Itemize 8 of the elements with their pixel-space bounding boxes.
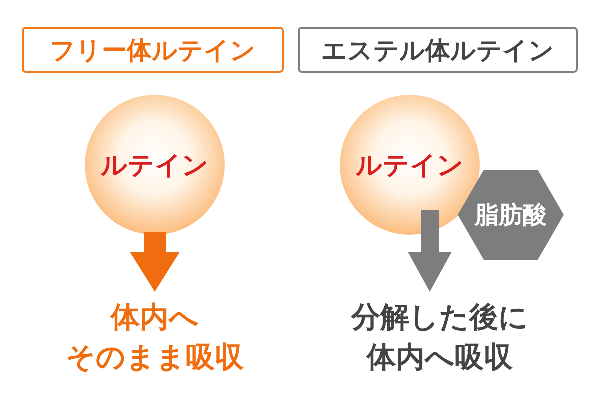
arrow	[130, 232, 180, 292]
result-text: 体内へそのまま吸収	[50, 292, 260, 382]
title-box: エステル体ルテイン	[298, 27, 578, 73]
arrow	[408, 210, 452, 292]
result-text: 分解した後に体内へ吸収	[330, 292, 550, 382]
title-box: フリー体ルテイン	[22, 27, 284, 73]
lutein-circle: ルテイン	[85, 95, 225, 235]
fatty-acid-hexagon: 脂肪酸	[458, 170, 564, 260]
